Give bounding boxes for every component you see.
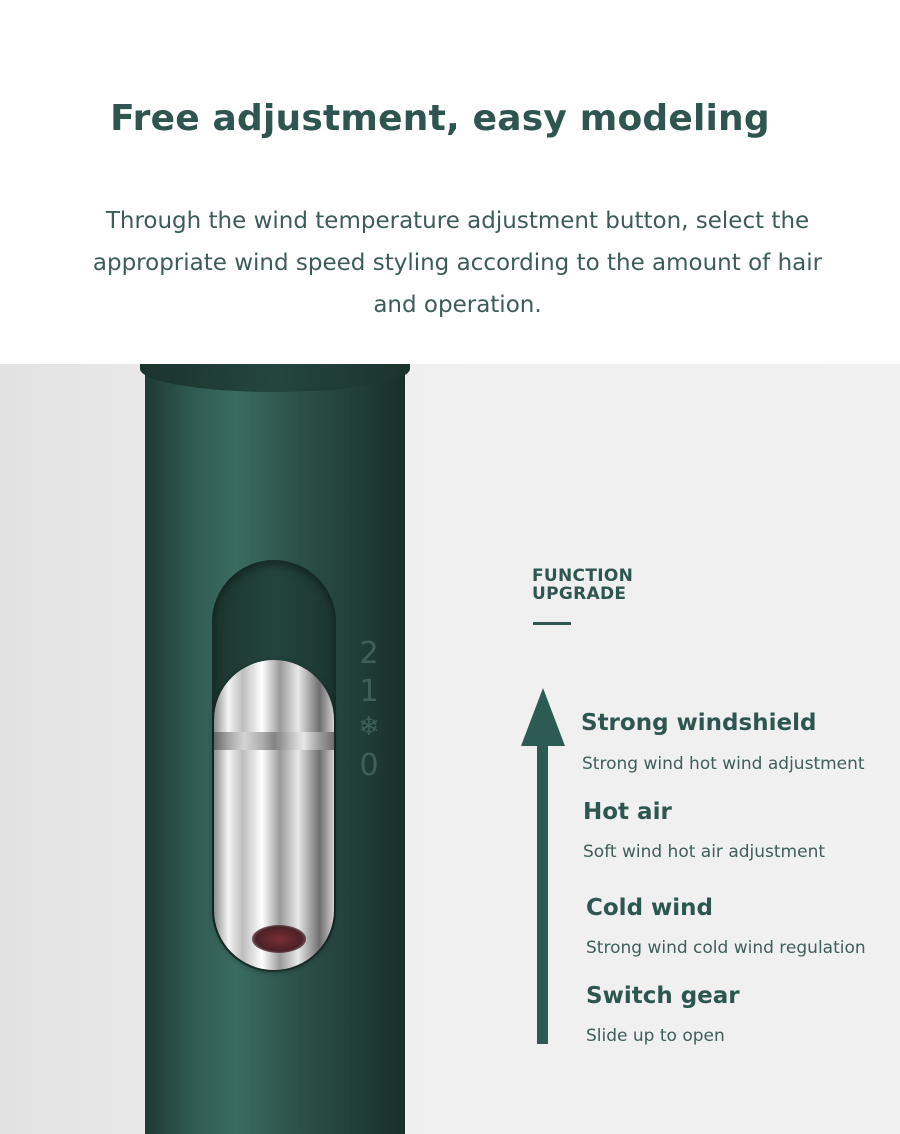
item-title-strong-windshield: Strong windshield bbox=[581, 710, 817, 736]
page-title: Free adjustment, easy modeling bbox=[110, 98, 770, 139]
arrow-shaft bbox=[537, 740, 548, 1044]
item-subtitle-cold-wind: Strong wind cold wind regulation bbox=[586, 938, 866, 958]
function-upgrade-line1: FUNCTION bbox=[532, 566, 634, 586]
item-subtitle-switch-gear: Slide up to open bbox=[586, 1026, 725, 1046]
item-subtitle-strong-windshield: Strong wind hot wind adjustment bbox=[582, 754, 865, 774]
switch-slider-reflection bbox=[252, 925, 306, 953]
heading-underline bbox=[533, 622, 571, 625]
item-title-cold-wind: Cold wind bbox=[586, 895, 714, 921]
arrow-up-icon bbox=[521, 688, 565, 746]
page-description: Through the wind temperature adjustment … bbox=[92, 208, 823, 318]
snowflake-icon: ❄ bbox=[358, 712, 380, 742]
header-section: Free adjustment, easy modeling Through t… bbox=[0, 0, 900, 364]
item-title-hot-air: Hot air bbox=[583, 799, 672, 825]
function-upgrade-line2: UPGRADE bbox=[532, 584, 627, 604]
scale-label-1: 1 bbox=[359, 674, 379, 709]
scale-label-2: 2 bbox=[359, 636, 379, 671]
switch-slider-band bbox=[214, 732, 334, 750]
product-section bbox=[0, 364, 900, 1134]
item-subtitle-hot-air: Soft wind hot air adjustment bbox=[583, 842, 826, 862]
switch-slider bbox=[214, 660, 334, 970]
function-upgrade-heading: FUNCTION UPGRADE bbox=[532, 567, 633, 603]
scale-label-0: 0 bbox=[359, 748, 379, 783]
item-title-switch-gear: Switch gear bbox=[586, 983, 740, 1009]
